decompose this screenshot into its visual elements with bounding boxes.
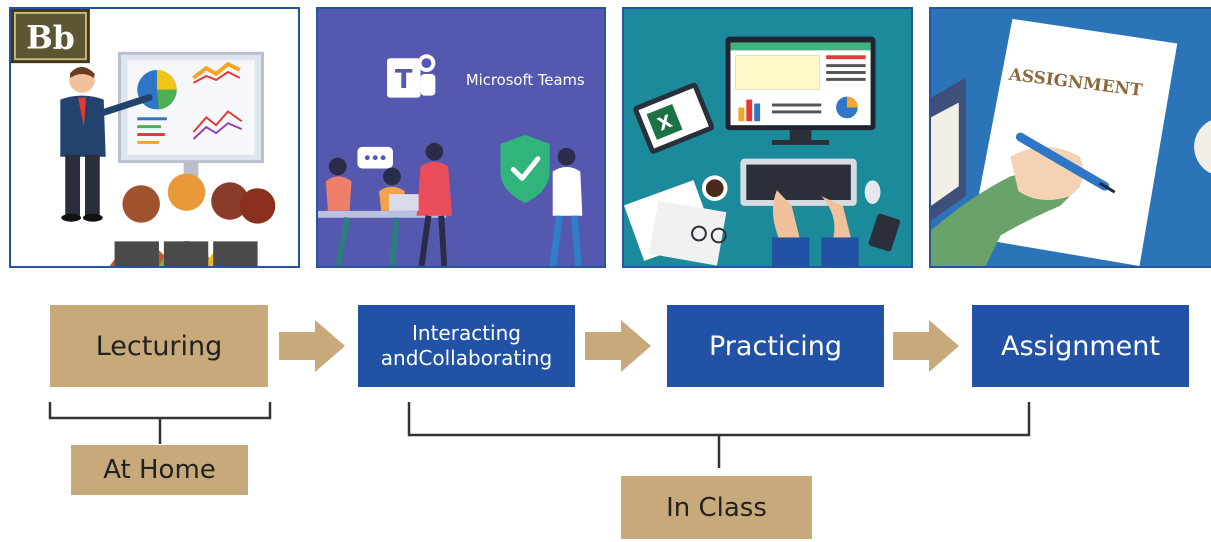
calculator-icon: [868, 213, 901, 252]
practicing-illustration-panel: X: [622, 7, 913, 268]
in-class-label-text: In Class: [666, 492, 767, 523]
step-interacting-label-line1: Interacting: [412, 321, 521, 345]
step-practicing-label: Practicing: [709, 330, 842, 362]
step-assignment-label: Assignment: [1001, 330, 1160, 362]
in-class-label: In Class: [621, 476, 812, 539]
step-practicing: Practicing: [667, 305, 884, 387]
home-group-bracket: [48, 402, 272, 444]
flow-arrow-icon: [893, 320, 959, 372]
coffee-cup-icon: [701, 175, 728, 202]
teacher-figure-icon: [60, 66, 153, 222]
class-group-bracket: [407, 402, 1031, 468]
chat-bubble-icon: [357, 146, 393, 169]
lecture-illustration-panel: Bb: [9, 7, 300, 268]
step-lecturing-label: Lecturing: [95, 330, 223, 362]
corner-circle-icon: [1194, 120, 1211, 174]
flow-arrow-icon: [279, 320, 345, 372]
collaborating-people-icon: [318, 142, 583, 266]
blackboard-logo-text: Bb: [26, 19, 75, 56]
side-folder-icon: [931, 77, 966, 221]
step-assignment: Assignment: [972, 305, 1189, 387]
step-interacting-label-line2: andCollaborating: [380, 346, 553, 370]
blackboard-logo-icon: Bb: [11, 9, 90, 64]
security-shield-check-icon: [500, 135, 550, 203]
monitor-spreadsheet-icon: [725, 36, 876, 145]
students-audience-icon: [109, 173, 276, 266]
teams-logo-letter: T: [395, 65, 413, 95]
mouse-icon: [864, 180, 881, 204]
keyboard-icon: [740, 158, 857, 206]
teams-illustration-panel: T Microsoft Teams: [316, 7, 606, 268]
typing-hands-icon: [771, 190, 859, 266]
flow-arrow-icon: [585, 320, 651, 372]
microsoft-teams-logo-icon: T: [387, 54, 436, 98]
step-lecturing: Lecturing: [50, 305, 268, 387]
teams-brand-label: Microsoft Teams: [466, 72, 585, 89]
excel-tablet-icon: X: [633, 82, 715, 154]
step-interacting-collaborating: Interacting andCollaborating: [358, 305, 575, 387]
writing-hand-pen-icon: [931, 132, 1116, 266]
assignment-illustration-panel: ASSIGNMENT: [929, 7, 1211, 268]
at-home-label-text: At Home: [103, 455, 216, 485]
at-home-label: At Home: [71, 445, 248, 495]
documents-glasses-icon: [624, 180, 727, 266]
